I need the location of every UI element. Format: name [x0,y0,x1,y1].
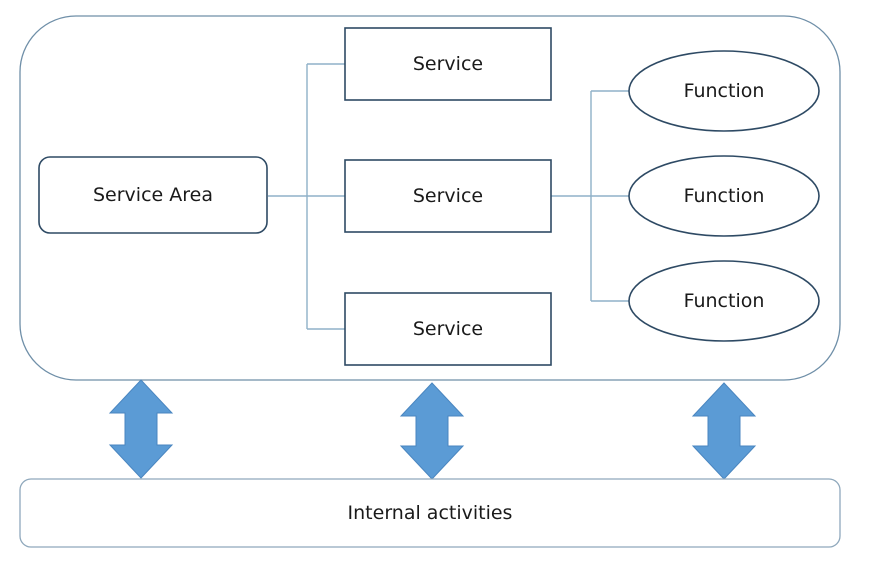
service-node-1: Service [344,27,552,101]
double-arrow-icon [108,379,174,479]
internal-activities-label: Internal activities [348,502,513,524]
double-arrow-icon [691,382,757,480]
service-label: Service [413,318,483,340]
double-arrow-icon [399,382,465,480]
service-area-connectors [268,63,345,330]
service-label: Service [413,53,483,75]
function-label: Function [684,185,765,207]
internal-activities-node: Internal activities [19,478,841,548]
function-node-3: Function [628,260,820,342]
function-label: Function [684,290,765,312]
function-connectors [551,90,629,302]
service-node-3: Service [344,292,552,366]
service-node-2: Service [344,159,552,233]
service-area-label: Service Area [93,184,213,206]
function-node-1: Function [628,50,820,132]
function-node-2: Function [628,155,820,237]
service-area-node: Service Area [38,156,268,234]
function-label: Function [684,80,765,102]
service-label: Service [413,185,483,207]
